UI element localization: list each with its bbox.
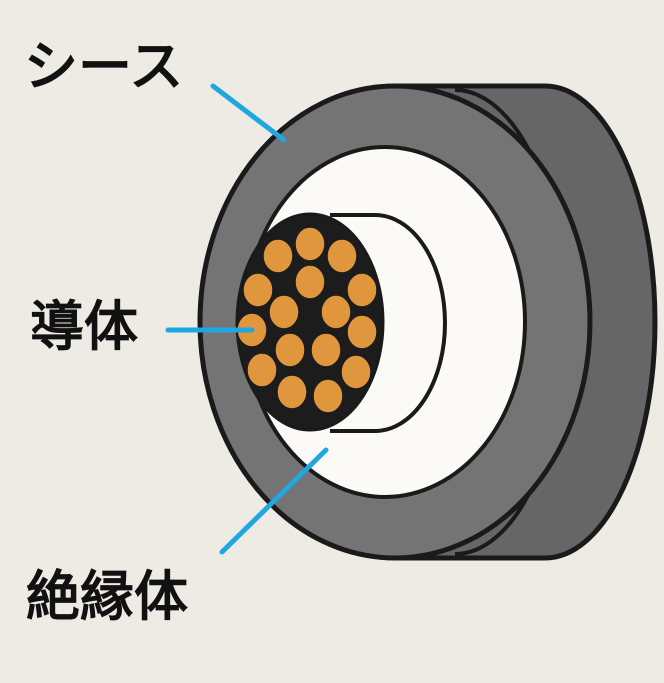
strand xyxy=(294,226,326,262)
strand xyxy=(242,272,274,308)
strand xyxy=(340,354,372,390)
copper-strands xyxy=(236,226,378,414)
strand xyxy=(346,314,378,350)
strand xyxy=(320,294,352,330)
strand xyxy=(310,332,342,368)
strand xyxy=(246,352,278,388)
strand xyxy=(312,378,344,414)
insulator-leader-line xyxy=(219,447,329,555)
sheath-label: シース xyxy=(24,35,184,98)
strand xyxy=(294,264,326,300)
strand xyxy=(326,238,358,274)
insulator-label: 絶縁体 xyxy=(26,565,188,628)
sheath-leader-line xyxy=(210,83,287,143)
strand xyxy=(346,272,378,308)
strand xyxy=(262,238,294,274)
strand xyxy=(274,332,306,368)
strand xyxy=(276,374,308,410)
strand xyxy=(268,294,300,330)
conductor-label: 導体 xyxy=(30,295,138,358)
